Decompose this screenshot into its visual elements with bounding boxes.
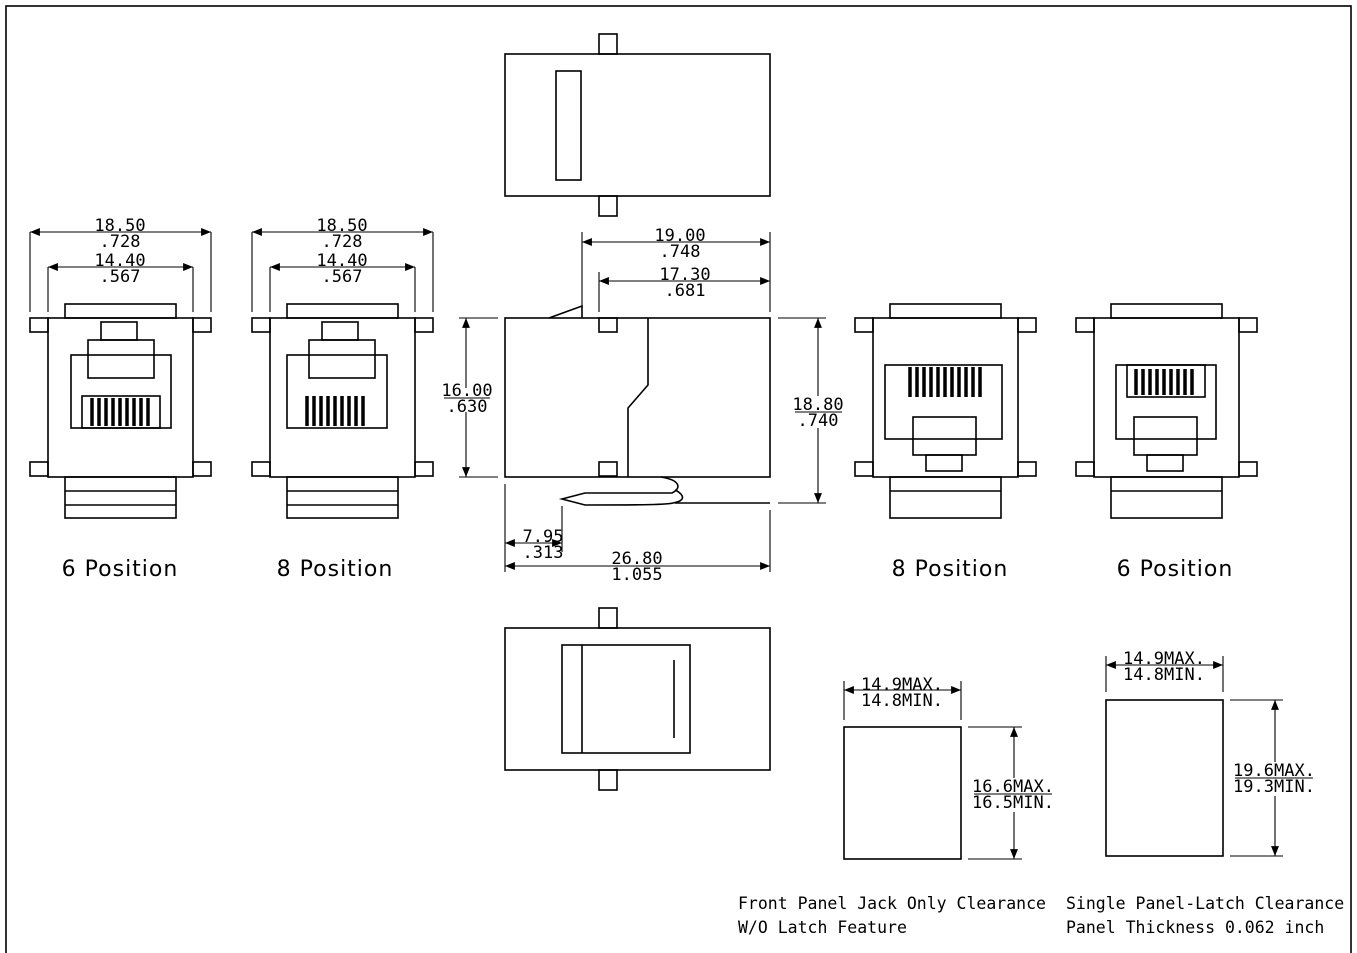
dimension-side-height-left <box>459 317 498 478</box>
dim-value: 14.9MAX. <box>861 675 943 695</box>
jack-front-view-right-8pos <box>854 303 1037 519</box>
dim-value: .630 <box>447 397 488 417</box>
dim-value: 18.80 <box>792 395 843 415</box>
dimension-width-outer-left-2 <box>251 228 434 312</box>
dim-value: .567 <box>100 267 141 287</box>
dim-value: 14.8MIN. <box>1123 665 1205 685</box>
dim-value: 14.40 <box>316 251 367 271</box>
coupler-top-view <box>504 33 771 217</box>
note-front-panel-line1: Front Panel Jack Only Clearance <box>738 894 1046 913</box>
contact-pins <box>908 367 982 397</box>
note-front-panel-line2: W/O Latch Feature <box>738 918 907 937</box>
dim-value: 18.50 <box>94 216 145 236</box>
note-single-panel-line2: Panel Thickness 0.062 inch <box>1066 918 1324 937</box>
dimension-underlines <box>444 397 1313 795</box>
caption-6-position-right: 6 Position <box>1117 557 1234 582</box>
contact-pins <box>1134 369 1194 395</box>
dim-value: 14.9MAX. <box>1123 649 1205 669</box>
caption-8-position-right: 8 Position <box>892 557 1009 582</box>
dim-value: .313 <box>523 543 564 563</box>
contact-pins <box>90 398 150 426</box>
single-panel-clearance-cutout <box>1105 656 1283 857</box>
dim-value: .681 <box>665 281 706 301</box>
note-single-panel-line1: Single Panel-Latch Clearance <box>1066 894 1344 913</box>
dimension-width-outer-left <box>29 228 212 312</box>
dim-value: 19.3MIN. <box>1233 777 1315 797</box>
dim-value: 14.40 <box>94 251 145 271</box>
dim-value: .748 <box>660 242 701 262</box>
dim-value: 16.5MIN. <box>972 793 1054 813</box>
drawing-border <box>5 5 1352 953</box>
dimension-side-length <box>504 484 771 572</box>
dim-value: 1.055 <box>611 565 662 585</box>
jack-front-view-left-8pos <box>251 303 434 519</box>
dim-value: 7.95 <box>523 527 564 547</box>
front-panel-clearance-cutout <box>843 681 1022 860</box>
caption-8-position-left: 8 Position <box>277 557 394 582</box>
contact-pins <box>305 396 365 426</box>
dim-value: 16.6MAX. <box>972 777 1054 797</box>
dim-value: 18.50 <box>316 216 367 236</box>
dim-value: 17.30 <box>659 265 710 285</box>
dimension-side-top <box>581 232 771 312</box>
dim-value: 19.00 <box>654 226 705 246</box>
coupler-bottom-view <box>504 607 771 791</box>
dim-value: .728 <box>322 232 363 252</box>
dimension-side-height-right <box>778 317 826 504</box>
caption-6-position-left: 6 Position <box>62 557 179 582</box>
dim-value: 19.6MAX. <box>1233 761 1315 781</box>
dim-value: .728 <box>100 232 141 252</box>
dim-value: 14.8MIN. <box>861 691 943 711</box>
dim-value: .567 <box>322 267 363 287</box>
dim-value: 26.80 <box>611 549 662 569</box>
coupler-side-view <box>504 304 771 506</box>
jack-front-view-right-6pos <box>1075 303 1258 519</box>
dim-value: 16.00 <box>441 381 492 401</box>
jack-front-view-left-6pos <box>29 303 212 519</box>
dim-value: .740 <box>798 411 839 431</box>
